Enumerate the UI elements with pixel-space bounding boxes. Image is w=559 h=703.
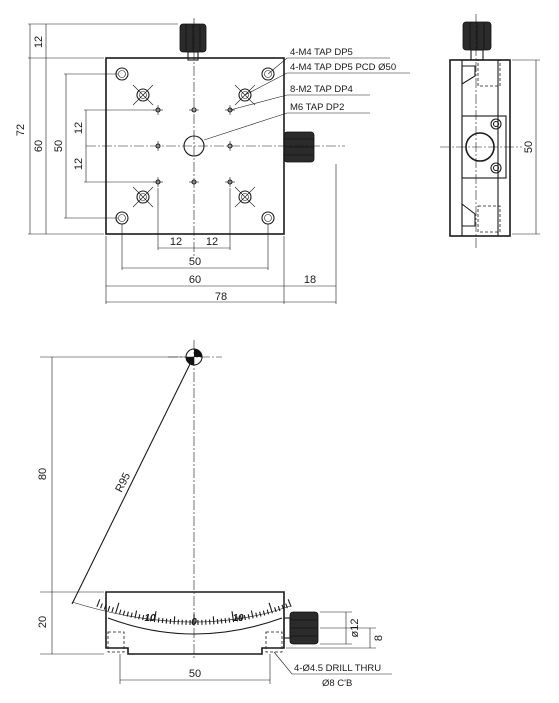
scale-tick <box>287 599 292 607</box>
scale-label-center: 0 <box>191 617 197 628</box>
scale-tick <box>118 609 122 615</box>
dim-v-spacing-bottom: 12 <box>73 158 85 170</box>
scale-tick <box>228 617 231 623</box>
note-counterbore: Ø8 C'B <box>322 678 352 689</box>
scale-tick <box>247 614 250 620</box>
dim-side-height: 50 <box>523 141 535 153</box>
dim-radius: R95 <box>113 471 133 494</box>
scale-tick <box>281 604 285 610</box>
m2-holes <box>153 105 235 187</box>
dim-width-plate: 60 <box>189 274 201 286</box>
scale-tick <box>134 610 138 619</box>
dim-height-overall: 72 <box>15 124 27 136</box>
scale-tick <box>115 602 120 614</box>
scale-tick <box>157 617 160 623</box>
scale-tick <box>107 605 111 612</box>
angle-scale <box>96 599 292 626</box>
dim-base-height: 20 <box>37 616 49 628</box>
scale-tick <box>277 605 281 612</box>
scale-tick <box>122 610 126 616</box>
center-tap <box>183 135 205 157</box>
front-view: R95 80 20 10 0 10 ø12 8 <box>37 340 392 689</box>
dim-width-inner: 50 <box>189 256 201 268</box>
dim-hole-spacing: 50 <box>189 668 201 680</box>
scale-tick <box>145 615 148 621</box>
scale-tick <box>220 618 223 624</box>
scale-tick <box>111 607 114 613</box>
top-view: 4-M4 TAP DP5 4-M4 TAP DP5 PCD Ø50 8-M2 T… <box>15 18 410 304</box>
dim-height-center: 80 <box>37 468 49 480</box>
scale-tick <box>236 616 239 622</box>
scale-tick <box>259 611 262 617</box>
radius-line <box>71 359 193 605</box>
note-drill-thru: 4-Ø4.5 DRILL THRU <box>294 663 381 674</box>
scale-tick <box>212 616 215 625</box>
scale-tick <box>231 611 235 623</box>
scale-tick <box>255 612 258 618</box>
pcd-holes <box>132 84 256 208</box>
scale-label-left: 10 <box>144 613 156 624</box>
dim-v-spacing-top: 12 <box>73 122 85 134</box>
dim-h-spacing-left: 12 <box>170 236 182 248</box>
side-body <box>449 59 511 237</box>
scale-tick <box>224 618 227 624</box>
scale-tick <box>130 612 133 618</box>
scale-tick <box>126 611 129 617</box>
scale-tick <box>142 614 145 621</box>
dim-width-overall: 78 <box>215 291 227 303</box>
note-m2-tap: 8-M2 TAP DP4 <box>290 84 353 95</box>
dim-height-plate: 60 <box>33 140 45 152</box>
note-m4-pcd: 4-M4 TAP DP5 PCD Ø50 <box>290 62 396 73</box>
top-view-horizontal-dims <box>105 164 337 304</box>
scale-tick <box>100 603 103 609</box>
side-view: 50 <box>440 14 540 250</box>
scale-tick <box>153 611 157 623</box>
scale-tick <box>96 599 101 607</box>
scale-tick <box>250 610 254 619</box>
dim-knob-length: 18 <box>304 274 316 286</box>
scale-tick <box>149 616 152 622</box>
scale-tick <box>138 614 141 620</box>
top-view-vertical-dims <box>28 23 178 235</box>
scale-tick <box>240 615 243 621</box>
goniometer-base <box>105 591 285 655</box>
scale-tick <box>285 603 288 609</box>
scale-label-right: 10 <box>232 613 244 624</box>
dim-shaft: 12 <box>33 36 45 48</box>
dim-height-inner: 50 <box>53 140 65 152</box>
scale-tick <box>103 604 107 610</box>
scale-tick <box>274 607 277 613</box>
scale-tick <box>243 614 246 621</box>
scale-tick <box>268 602 273 614</box>
scale-tick <box>161 618 164 624</box>
dim-knob-offset: 8 <box>373 635 385 641</box>
scale-tick <box>165 618 168 624</box>
scale-tick <box>266 609 270 615</box>
note-m6-tap: M6 TAP DP2 <box>290 102 344 113</box>
scale-tick <box>262 610 266 616</box>
dim-h-spacing-right: 12 <box>206 236 218 248</box>
note-m4-tap: 4-M4 TAP DP5 <box>290 47 353 58</box>
scale-tick <box>173 616 176 625</box>
